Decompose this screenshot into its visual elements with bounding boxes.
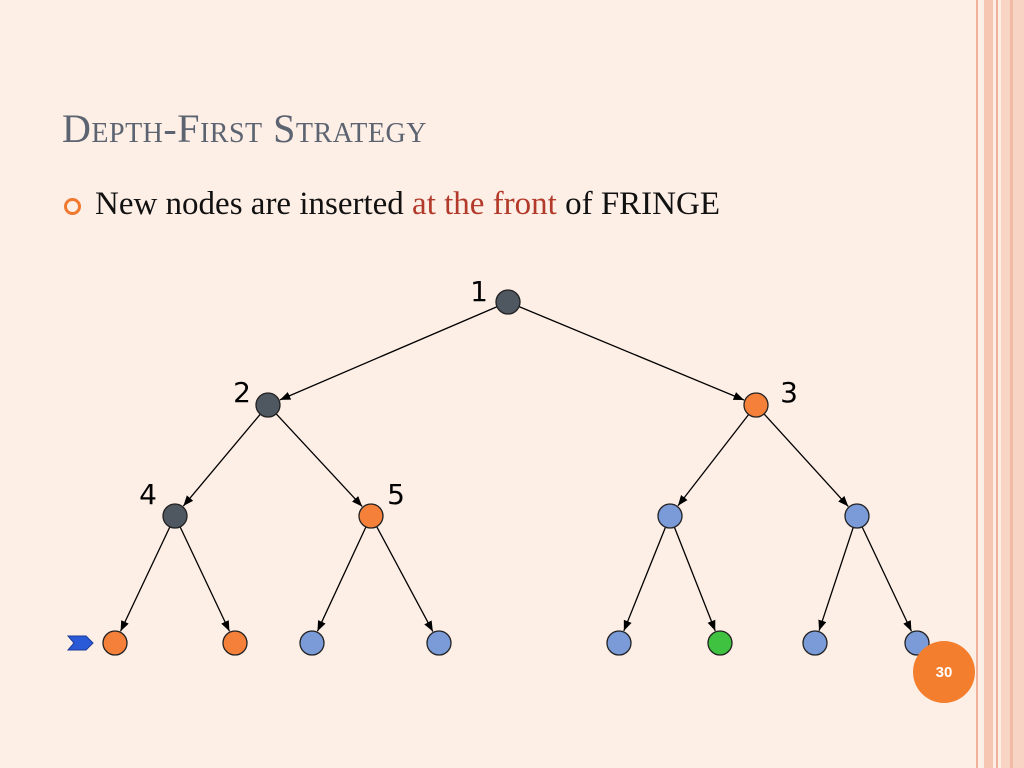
tree-edge <box>861 526 913 632</box>
tree-edge <box>179 526 231 632</box>
node-label: 2 <box>233 376 251 409</box>
tree-edge <box>119 526 171 632</box>
bullet-item: New nodes are inserted at the front of F… <box>64 186 720 223</box>
tree-edge <box>677 414 750 507</box>
tree-node-unvisited <box>802 630 828 656</box>
tree-node-unvisited <box>844 503 870 529</box>
tree-node-unvisited <box>606 630 632 656</box>
tree-labels: 1 2 3 4 5 <box>139 275 798 511</box>
tree-node-unvisited <box>657 503 683 529</box>
tree-edge <box>275 413 363 507</box>
node-label: 4 <box>139 478 157 511</box>
tree-nodes <box>102 289 930 656</box>
tree-edges <box>119 306 913 632</box>
decorative-right-border <box>976 0 1024 768</box>
tree-edge <box>182 413 261 507</box>
tree-node-unvisited <box>299 630 325 656</box>
tree-edge <box>518 306 745 401</box>
tree-node-goal <box>707 630 733 656</box>
tree-node-fringe <box>222 630 248 656</box>
tree-edge <box>376 526 434 632</box>
node-label: 3 <box>780 376 798 409</box>
bullet-circle-icon <box>64 198 81 215</box>
tree-edge <box>818 527 854 631</box>
slide-title: Depth-First Strategy <box>62 106 427 151</box>
tree-edge <box>763 413 849 507</box>
tree-node-fringe <box>102 630 128 656</box>
page-number-badge: 30 <box>913 641 975 703</box>
bullet-text-start: New nodes are inserted <box>95 186 413 222</box>
tree-node-expanded <box>255 392 281 418</box>
tree-node-unvisited <box>426 630 452 656</box>
node-label: 1 <box>470 275 488 308</box>
bullet-text: New nodes are inserted at the front of F… <box>95 186 720 223</box>
tree-edge <box>279 306 498 401</box>
tree-node-expanded <box>162 503 188 529</box>
tree-node-fringe <box>743 392 769 418</box>
tree-node-expanded <box>495 289 521 315</box>
tree-edge <box>316 526 367 632</box>
node-label: 5 <box>387 478 405 511</box>
tree-edge <box>623 526 667 632</box>
fringe-pointer-icon <box>66 635 94 651</box>
tree-node-fringe <box>358 503 384 529</box>
bullet-text-end: of FRINGE <box>556 186 720 222</box>
tree-edge <box>673 526 716 632</box>
bullet-highlight: at the front <box>412 186 557 222</box>
